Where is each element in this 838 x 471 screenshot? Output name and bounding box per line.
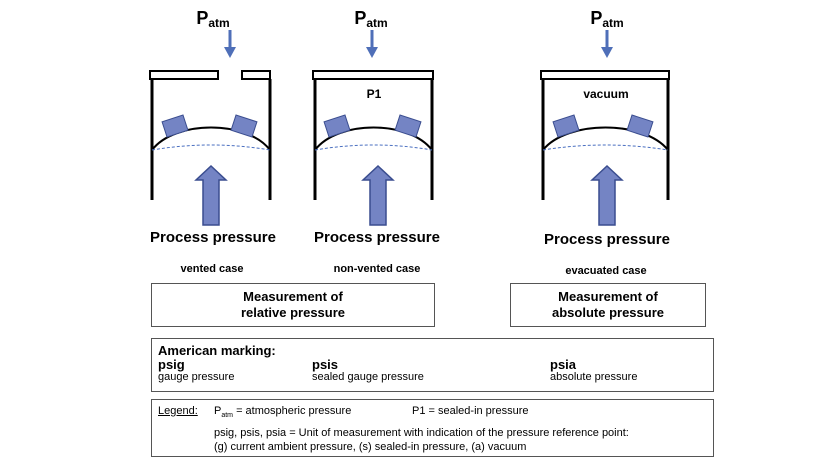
- marking-code: psig: [158, 357, 185, 372]
- diaphragm-rest-line: [314, 144, 433, 151]
- relative-measurement-box: Measurement of relative pressure: [151, 283, 435, 327]
- marking-desc: gauge pressure: [158, 371, 235, 383]
- process-arrow: [361, 164, 395, 226]
- marking-code: psia: [550, 357, 577, 372]
- process-arrow: [194, 164, 228, 226]
- atm-arrow: [224, 30, 236, 58]
- legend-label: Legend:: [158, 405, 198, 417]
- vented-case-group: Patm Process pressure vented case: [149, 8, 276, 275]
- evacuated-case-group: Patm vacuum Process pressure evacuated c…: [540, 8, 670, 277]
- marking-psis: psis sealed gauge pressure: [312, 358, 424, 384]
- marking-psig: psig gauge pressure: [158, 358, 234, 384]
- sensor-block-right: [626, 114, 654, 138]
- relative-measurement-line2: relative pressure: [240, 305, 346, 320]
- diaphragm: [151, 126, 271, 151]
- diaphragm: [314, 126, 433, 151]
- atm-arrow: [601, 30, 613, 58]
- legend-box: Legend: Patm = atmospheric pressure P1 =…: [151, 399, 714, 457]
- lid: [312, 70, 434, 80]
- marking-desc: sealed gauge pressure: [312, 371, 424, 383]
- sensor-block-right: [394, 114, 422, 138]
- diaphragm-rest-line: [542, 144, 669, 151]
- housing: [149, 70, 272, 200]
- patm-label: Patm: [354, 8, 387, 30]
- diaphragm: [542, 126, 669, 151]
- sensor-block-left: [552, 114, 580, 138]
- vacuum-label: vacuum: [583, 87, 628, 101]
- housing: [540, 70, 670, 200]
- non-vented-case-group: Patm P1 Process pressure non-vented case: [312, 8, 440, 275]
- case-label: non-vented case: [334, 263, 421, 275]
- marking-psia: psia absolute pressure: [550, 358, 637, 384]
- marking-desc: absolute pressure: [550, 371, 638, 383]
- patm-label: Patm: [196, 8, 229, 30]
- lid-right: [241, 70, 271, 80]
- sensor-block-left: [323, 114, 351, 138]
- case-label: vented case: [181, 263, 244, 275]
- process-pressure-label: Process pressure: [544, 231, 670, 248]
- sensor-block-right: [230, 114, 258, 138]
- sensor-block-left: [161, 114, 189, 138]
- american-marking-box: American marking: psig gauge pressure ps…: [151, 338, 714, 392]
- legend-reference-line: (g) current ambient pressure, (s) sealed…: [214, 441, 527, 453]
- lid: [540, 70, 670, 80]
- process-pressure-label: Process pressure: [150, 229, 276, 246]
- legend-p1: P1 = sealed-in pressure: [412, 405, 529, 417]
- legend-units-line: psig, psis, psia = Unit of measurement w…: [214, 427, 629, 439]
- case-label: evacuated case: [565, 265, 646, 277]
- absolute-measurement-line2: absolute pressure: [552, 305, 664, 320]
- legend-patm: Patm = atmospheric pressure: [214, 405, 352, 420]
- absolute-measurement-box: Measurement of absolute pressure: [510, 283, 706, 327]
- lid-left: [149, 70, 219, 80]
- process-arrow: [590, 164, 624, 226]
- atm-arrow: [366, 30, 378, 58]
- marking-code: psis: [312, 357, 339, 372]
- process-pressure-label: Process pressure: [314, 229, 440, 246]
- sealed-in-label: P1: [367, 87, 382, 101]
- absolute-measurement-line1: Measurement of: [558, 289, 658, 304]
- diaphragm-rest-line: [151, 144, 271, 151]
- patm-label: Patm: [590, 8, 623, 30]
- american-marking-title: American marking:: [158, 343, 276, 358]
- relative-measurement-line1: Measurement of: [243, 289, 343, 304]
- housing: [312, 70, 434, 200]
